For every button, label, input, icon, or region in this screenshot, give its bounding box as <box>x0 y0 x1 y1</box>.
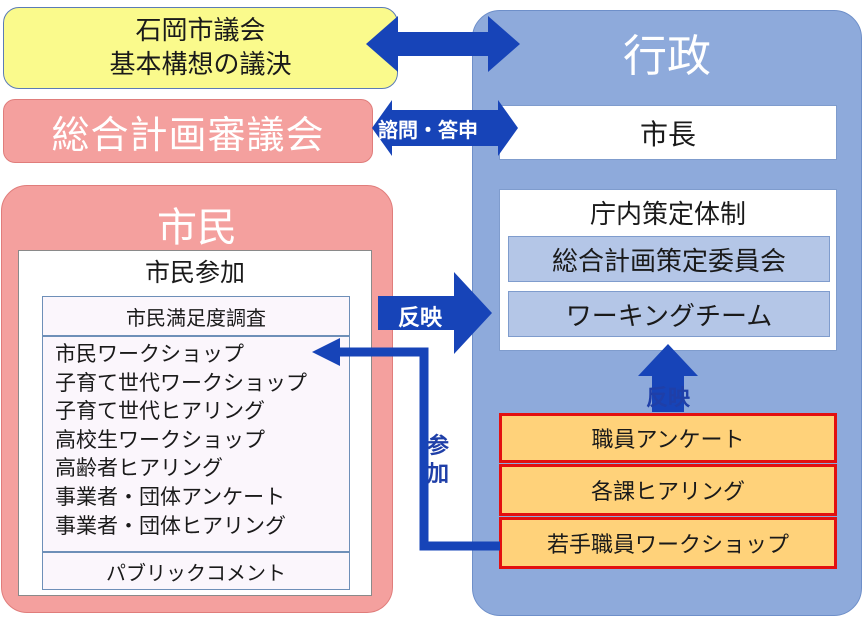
working-team-box: ワーキングチーム <box>508 291 830 337</box>
participate-connector-line <box>340 347 500 551</box>
participate-label-2: 加 <box>427 462 450 487</box>
planning-committee-box: 総合計画策定委員会 <box>508 236 830 282</box>
list-item: 事業者・団体ヒアリング <box>55 513 286 538</box>
list-item: 市民ワークショップ <box>55 342 244 366</box>
participation-list-box <box>42 336 350 552</box>
city-council-line2: 基本構想の議決 <box>109 50 292 80</box>
administration-title: 行政 <box>623 31 711 82</box>
list-item: 子育て世代ヒアリング <box>55 399 265 424</box>
department-hearing-box: 各課ヒアリング <box>499 464 837 516</box>
staff-survey-box: 職員アンケート <box>499 413 837 463</box>
public-comment-box: パブリックコメント <box>42 552 350 590</box>
consultation-double-arrow <box>372 100 518 156</box>
planning-council-box: 総合計画審議会 <box>3 99 373 163</box>
city-council-line1: 石岡市議会 <box>135 16 266 46</box>
reflect-up-arrow <box>638 344 698 412</box>
reflect-up-label: 反映 <box>646 386 691 411</box>
young-staff-workshop-box: 若手職員ワークショップ <box>499 517 837 569</box>
citizen-participation-title: 市民参加 <box>144 258 245 287</box>
council-double-arrow <box>366 16 520 72</box>
list-item: 高校生ワークショップ <box>55 427 265 452</box>
consultation-arrow-label: 諮問・答申 <box>378 118 478 142</box>
reflect-right-arrow <box>378 272 492 354</box>
city-council-box: 石岡市議会 基本構想の議決 <box>3 7 398 89</box>
participation-list: 市民ワークショップ 子育て世代ワークショップ 子育て世代ヒアリング 高校生ワーク… <box>55 340 307 540</box>
participate-arrowhead <box>312 338 340 366</box>
list-item: 高齢者ヒアリング <box>55 456 223 481</box>
participate-label-1: 参 <box>427 434 450 459</box>
list-item: 子育て世代ワークショップ <box>55 370 307 395</box>
satisfaction-survey-box: 市民満足度調査 <box>42 296 350 336</box>
list-item: 事業者・団体アンケート <box>55 484 286 509</box>
citizens-title: 市民 <box>157 205 237 251</box>
internal-planning-title: 庁内策定体制 <box>589 199 746 230</box>
mayor-box: 市長 <box>499 105 837 160</box>
reflect-right-label: 反映 <box>398 306 443 331</box>
